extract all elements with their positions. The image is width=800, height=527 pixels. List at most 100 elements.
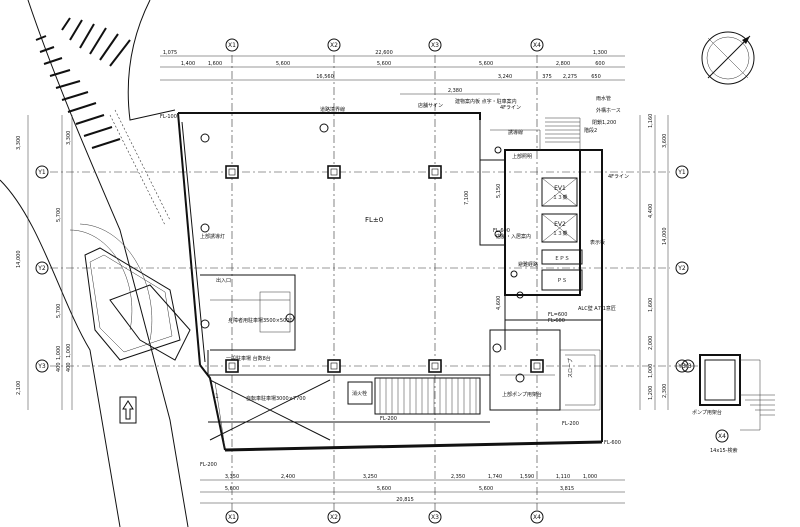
building-outline — [177, 112, 603, 452]
ev2-label: EV2 — [554, 221, 566, 228]
svg-text:2,800: 2,800 — [556, 61, 570, 67]
svg-text:4,400: 4,400 — [648, 204, 654, 218]
up-pump-label: 上部ポンプ用架台 — [502, 391, 542, 398]
svg-text:Y2: Y2 — [37, 265, 46, 272]
svg-text:3,240: 3,240 — [498, 74, 512, 80]
svg-text:1,110: 1,110 — [556, 474, 570, 480]
svg-text:1,000: 1,000 — [648, 364, 654, 378]
road-top-label: 道路境界線 — [320, 106, 345, 113]
fl-core-label: FL-600 — [548, 318, 565, 324]
outdoor-hose-label: 外構ホース — [596, 107, 621, 114]
svg-text:3,815: 3,815 — [560, 486, 574, 492]
axis-y1-right: Y1 — [675, 165, 689, 179]
svg-text:3,300: 3,300 — [66, 131, 72, 145]
fl-bottom-mid-label: FL-200 — [380, 416, 397, 422]
fl-corner-label: FL-600 — [604, 440, 621, 446]
storm-drain-label: 雨水管 — [596, 95, 611, 102]
columns — [225, 165, 544, 373]
bike-parking-label: 自転車駐車場3000×7700 — [246, 395, 306, 402]
number-1-label: 1 — [215, 393, 219, 400]
svg-text:14,000: 14,000 — [662, 228, 668, 246]
fl-entry-label: FL-600 — [493, 228, 510, 234]
svg-text:5,600: 5,600 — [377, 61, 391, 67]
axis-y2-left: Y2 — [35, 261, 49, 275]
svg-text:Y3: Y3 — [37, 363, 46, 370]
svg-text:1,600: 1,600 — [208, 61, 222, 67]
axis-x2-top: X2 — [327, 38, 341, 52]
svg-text:400: 400 — [66, 362, 72, 372]
svg-text:1,590: 1,590 — [520, 474, 534, 480]
svg-text:5,600: 5,600 — [479, 61, 493, 67]
svg-text:3,350: 3,350 — [225, 474, 239, 480]
grid-lines — [50, 55, 700, 510]
axis-x2-bottom: X2 — [327, 510, 341, 524]
svg-text:1,000: 1,000 — [56, 346, 62, 360]
ps-label: ＰＳ — [557, 278, 567, 284]
entrance-mat-label: FL=600 — [548, 312, 567, 318]
ev1-capacity: １３乗 — [552, 194, 567, 201]
svg-text:Y1: Y1 — [37, 169, 46, 176]
fl-main-label: FL±0 — [365, 216, 383, 224]
svg-text:1,740: 1,740 — [488, 474, 502, 480]
road-arrow-icon — [119, 396, 137, 424]
svg-text:Y1: Y1 — [677, 169, 686, 176]
signpost-label: 表示板 — [590, 239, 605, 246]
svg-text:3,300: 3,300 — [16, 136, 22, 150]
dimension-lines-left: 3,300 14,000 2,100 5,700 5,700 1,000 400… — [16, 115, 73, 410]
pump-note: 14x15-検索 — [710, 447, 738, 454]
stairs-bottom — [347, 329, 601, 415]
svg-text:5,700: 5,700 — [56, 304, 62, 318]
eps-label: ＥＰＳ — [554, 256, 569, 262]
svg-text:X4: X4 — [718, 433, 726, 440]
upper-light-label: 上部照明 — [512, 153, 532, 160]
axis-y1-left: Y1 — [35, 165, 49, 179]
line-dash-label: 4Fライン — [500, 105, 521, 111]
svg-text:22,600: 22,600 — [375, 50, 393, 56]
svg-text:2,400: 2,400 — [281, 474, 295, 480]
symbols — [200, 123, 525, 383]
shop-sign-label: 店舗サイン — [418, 102, 443, 109]
svg-text:16,560: 16,560 — [316, 74, 334, 80]
axis-x1-top: X1 — [225, 38, 239, 52]
svg-text:7,100: 7,100 — [464, 191, 470, 205]
sprinkler-label: 消火栓 — [352, 390, 367, 397]
svg-text:X1: X1 — [228, 42, 236, 49]
core-area: EV1 １３乗 EV2 １３乗 ＥＰＳ ＰＳ — [479, 117, 602, 350]
svg-text:2,380: 2,380 — [448, 88, 462, 94]
ev2-capacity: １３乗 — [552, 230, 567, 237]
closing-sign-label: 閉鎖1,200 — [592, 119, 616, 126]
svg-text:375: 375 — [542, 74, 552, 80]
svg-text:1,300: 1,300 — [593, 50, 607, 56]
axis-x3-top: X3 — [428, 38, 442, 52]
svg-text:5,600: 5,600 — [479, 486, 493, 492]
svg-text:400: 400 — [56, 362, 62, 372]
svg-text:5,600: 5,600 — [225, 486, 239, 492]
svg-text:1,000: 1,000 — [583, 474, 597, 480]
svg-text:Y3: Y3 — [683, 363, 692, 370]
fire-hydrant-icon — [200, 123, 525, 383]
shop-entry-label: 店舗・入居案内 — [496, 233, 531, 240]
car-entry-label: 出入口 — [216, 277, 231, 284]
crosswalk — [35, 17, 131, 149]
dimension-lines-top: 1,075 22,600 1,300 1,400 1,600 5,600 5,6… — [160, 50, 625, 95]
axis-y3-left: Y3 — [35, 359, 49, 373]
svg-text:1,160: 1,160 — [648, 114, 654, 128]
svg-text:5,600: 5,600 — [377, 486, 391, 492]
svg-text:1,400: 1,400 — [181, 61, 195, 67]
svg-text:650: 650 — [591, 74, 601, 80]
svg-text:2,000: 2,000 — [648, 336, 654, 350]
svg-text:4,600: 4,600 — [496, 296, 502, 310]
stair-note-label: 階段2 — [584, 127, 597, 134]
emergency-light-icon — [494, 146, 524, 299]
axis-x4-bottom: X4 — [530, 510, 544, 524]
dimension-lines-right: 3,600 14,000 2,300 1,160 4,400 1,600 2,0… — [639, 114, 669, 410]
vehicle-turn-paths — [69, 223, 191, 361]
axis-x1-bottom: X1 — [225, 510, 239, 524]
svg-text:1,600: 1,600 — [648, 298, 654, 312]
evac-route-label: 避難経路 — [518, 261, 538, 268]
svg-text:2,275: 2,275 — [563, 74, 577, 80]
dimension-lines-bottom: 3,350 2,400 3,250 2,350 1,740 1,590 1,11… — [200, 474, 625, 504]
general-parking-label: 一般駐車場 台数8台 — [226, 355, 271, 362]
svg-text:3,600: 3,600 — [662, 134, 668, 148]
axis-y2-right: Y2 — [675, 261, 689, 275]
